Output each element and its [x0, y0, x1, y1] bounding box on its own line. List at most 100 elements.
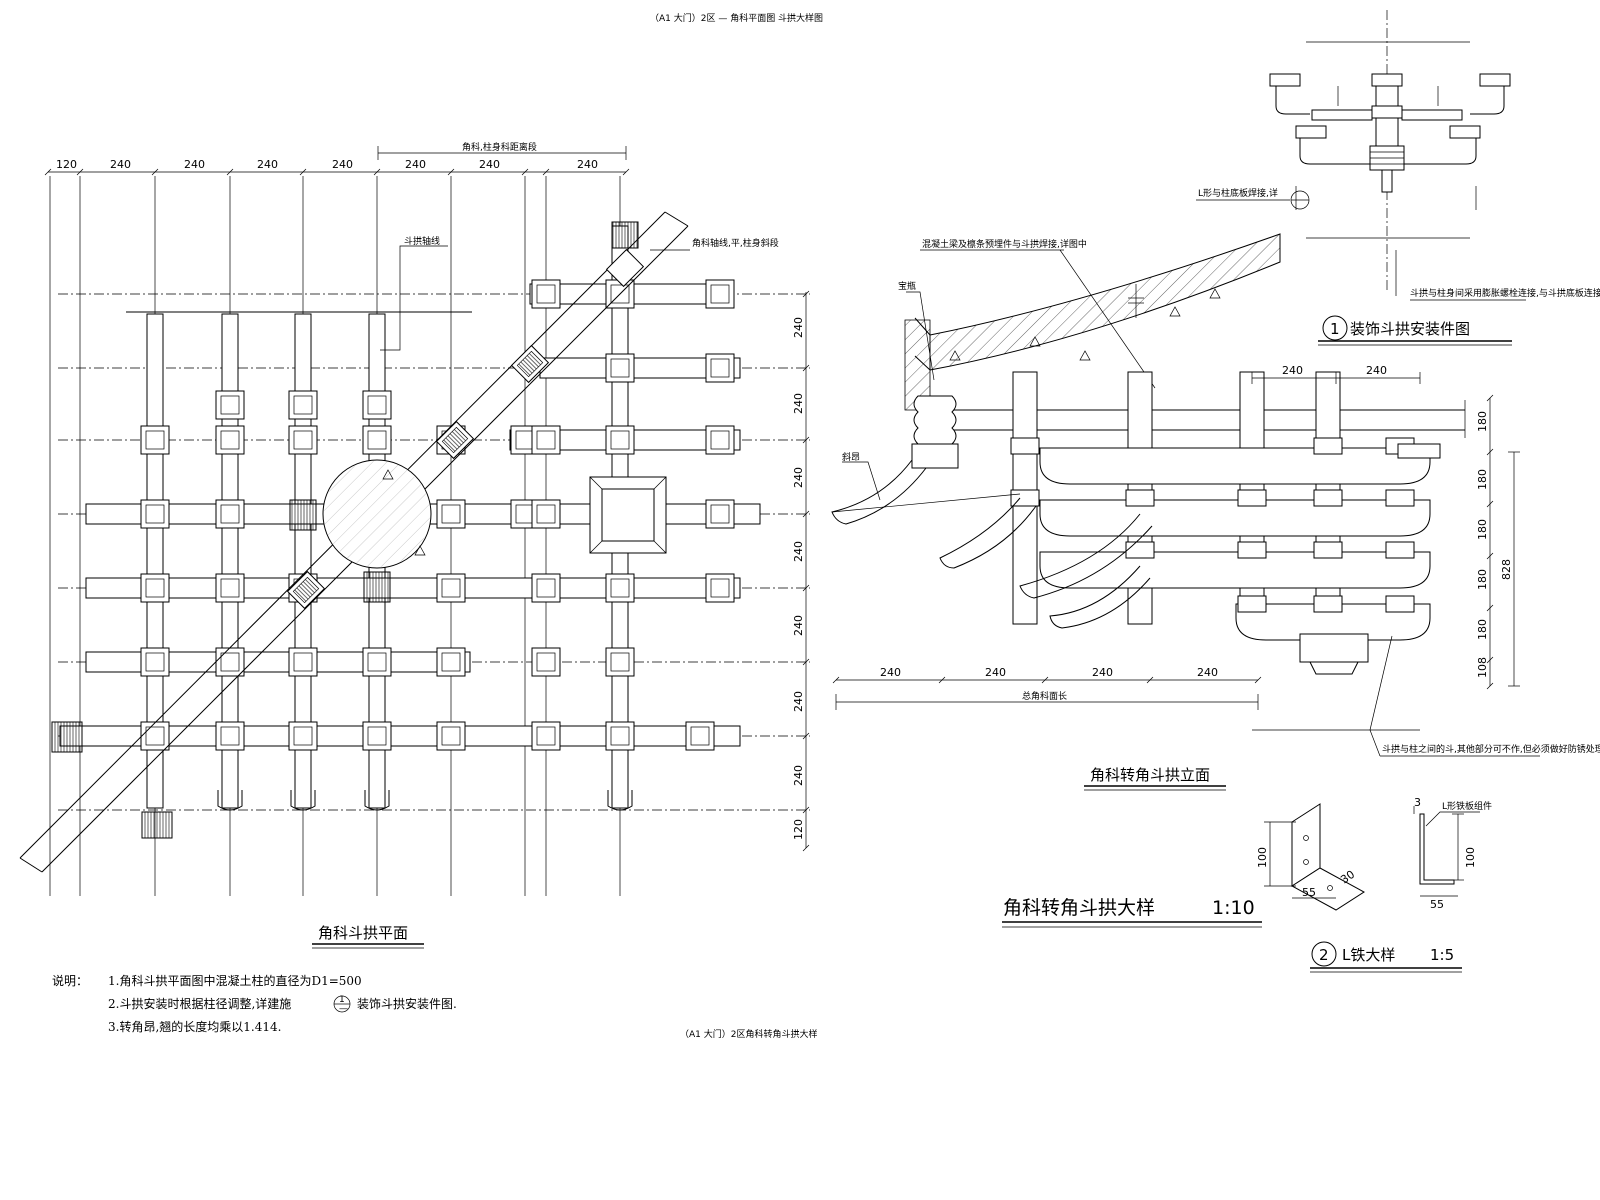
plan-cap-outer-20	[436, 721, 466, 751]
plan-cap-3	[362, 425, 392, 455]
plan-cap-32	[605, 425, 635, 455]
plan-dim-right-4: 240	[792, 615, 805, 636]
elev-cap-10	[1313, 595, 1343, 613]
plan-cap-10	[215, 573, 245, 603]
plan-cap-inner-6	[367, 395, 387, 415]
plan-vend-2	[364, 790, 390, 811]
plan-dim-right-6: 240	[792, 765, 805, 786]
plan-top-label: 角科,柱身科距离段	[462, 141, 537, 153]
plan-cap-5	[288, 390, 318, 420]
plan-cap-outer-21	[531, 721, 561, 751]
plan-cap-2	[288, 425, 318, 455]
elev-cap-13	[1385, 541, 1415, 559]
elev-dim-right-4: 180	[1476, 619, 1489, 640]
plan-cap-outer-35	[531, 279, 561, 309]
elev-bottom-tick-4	[1254, 676, 1262, 684]
plan-cap-outer-1	[215, 425, 245, 455]
plan-right-tick-1	[802, 364, 810, 372]
plan-cap-outer-41	[685, 721, 715, 751]
plan-cap-inner-4	[220, 395, 240, 415]
plan-cap-outer-0	[140, 425, 170, 455]
notes-heading: 说明：	[52, 973, 88, 988]
liron-number: 2	[1319, 946, 1329, 964]
plan-cap-9	[140, 573, 170, 603]
plan-cap-inner-23	[441, 652, 461, 672]
liron-dim-w2: 55	[1430, 898, 1444, 911]
plan-cap-inner-20	[441, 726, 461, 746]
plan-cap-outer-42	[605, 647, 635, 677]
plan-cap-inner-14	[293, 652, 313, 672]
notes-item-2: 2.斗拱安装时根据柱径调整,详建施	[108, 996, 291, 1011]
plan-cap-outer-19	[362, 721, 392, 751]
plan-cap-40	[705, 573, 735, 603]
elev-cap-7	[1313, 437, 1343, 455]
plan-right-tick-8	[802, 844, 810, 852]
plan-cap-15	[362, 647, 392, 677]
plan-cap-24	[436, 573, 466, 603]
plan-cap-inner-36	[710, 284, 730, 304]
corner-block	[589, 476, 667, 554]
plan-dim-top-3: 240	[257, 158, 278, 171]
notes-item-2b: 装饰斗拱安装件图.	[357, 996, 457, 1011]
sheet-footer: （A1 大门）2区角科转角斗拱大样	[680, 1028, 817, 1040]
plan-cap-outer-12	[140, 647, 170, 677]
notes-symbol-bottom: —	[339, 1004, 348, 1014]
plan-right-tick-5	[802, 658, 810, 666]
plan-callout-1: 斗拱轴线	[404, 235, 440, 247]
plan-cap-outer-26	[605, 573, 635, 603]
elev-right-tick-1	[1486, 448, 1494, 456]
plan-cap-inner-38	[710, 430, 730, 450]
plan-top-tick-5	[373, 168, 381, 176]
plan-cap-inner-18	[293, 726, 313, 746]
plan-top-tick-7	[521, 168, 529, 176]
elev-bottom-tick-0	[832, 676, 840, 684]
plan-cap-outer-5	[288, 390, 318, 420]
install-title: 装饰斗拱安装件图	[1350, 320, 1470, 338]
plan-cap-inner-42	[610, 652, 630, 672]
elev-dim-right-2: 180	[1476, 519, 1489, 540]
plan-cap-41	[685, 721, 715, 751]
plan-cap-outer-7	[140, 499, 170, 529]
plan-cap-39	[705, 499, 735, 529]
plan-cap-outer-29	[531, 499, 561, 529]
hatched-block-3	[289, 499, 317, 531]
plan-cap-inner-40	[710, 578, 730, 598]
elev-right-tick-2	[1486, 500, 1494, 508]
notes-item-3: 3.转角昂,翘的长度均乘以1.414.	[108, 1019, 281, 1034]
liron-dim-h1: 100	[1256, 847, 1269, 868]
plan-cap-6	[362, 390, 392, 420]
plan-cap-inner-8	[220, 504, 240, 524]
notes-block: 说明： 1.角科斗拱平面图中混凝土柱的直径为D1=500 2.斗拱安装时根据柱径…	[52, 973, 457, 1034]
sheet-header: （A1 大门）2区 — 角科平面图 斗拱大样图	[650, 12, 823, 24]
plan-cap-18	[288, 721, 318, 751]
plan-cap-outer-23	[436, 647, 466, 677]
plan-dim-right-7: 120	[792, 819, 805, 840]
plan-cap-inner-34	[610, 284, 630, 304]
notes-symbol-top: 1	[339, 995, 345, 1005]
elev-right-tick-5	[1486, 656, 1494, 664]
plan-cap-inner-1	[220, 430, 240, 450]
plan-cap-outer-15	[362, 647, 392, 677]
plan-cap-inner-35	[536, 284, 556, 304]
detail-scale: 1:10	[1212, 897, 1255, 919]
plan-cap-inner-27	[441, 504, 461, 524]
detail-title: 角科转角斗拱大样	[1003, 897, 1155, 919]
plan-cap-13	[215, 647, 245, 677]
plan-cap-38	[705, 425, 735, 455]
plan-cap-inner-17	[220, 726, 240, 746]
plan-cap-outer-33	[605, 353, 635, 383]
elev-title: 角科转角斗拱立面	[1090, 766, 1210, 784]
plan-cap-29	[531, 499, 561, 529]
plan-top-tick-1	[76, 168, 84, 176]
plan-cap-outer-13	[215, 647, 245, 677]
elev-top-cap	[1397, 443, 1441, 459]
plan-top-tick-3	[226, 168, 234, 176]
elev-dim-top-0: 240	[1282, 364, 1303, 377]
plan-dim-right-2: 240	[792, 467, 805, 488]
plan-cap-outer-24	[436, 573, 466, 603]
plan-cap-42	[605, 647, 635, 677]
elev-dim-right-0: 180	[1476, 411, 1489, 432]
plan-dim-right-5: 240	[792, 691, 805, 712]
concrete-column	[322, 459, 432, 569]
